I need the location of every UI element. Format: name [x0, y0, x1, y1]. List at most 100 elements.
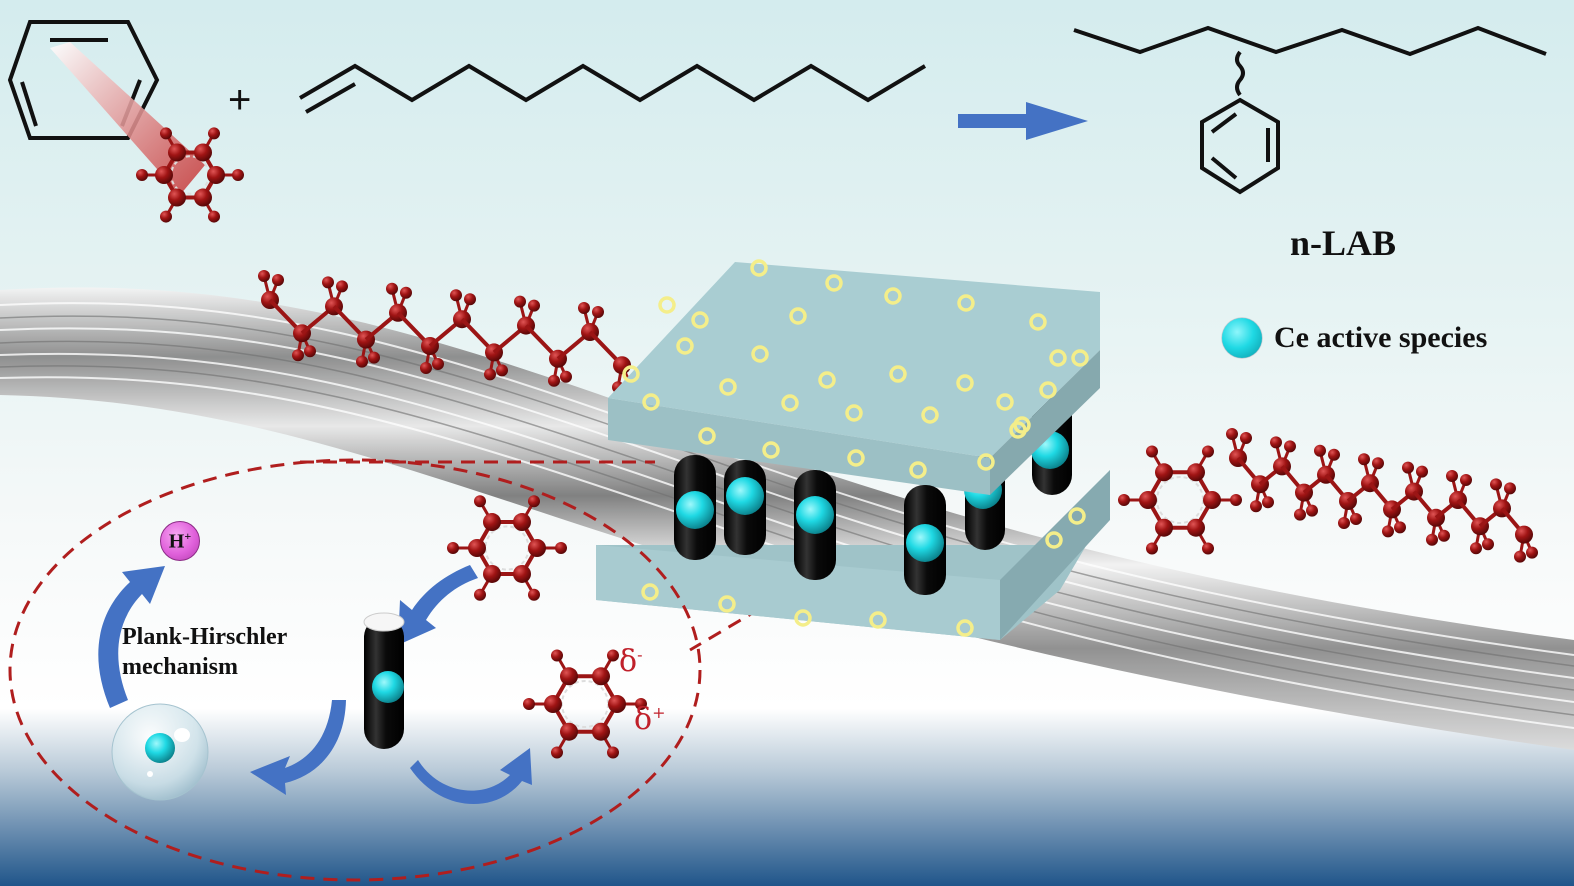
hydrogen-atom: [208, 127, 220, 140]
carbon-atom: [1155, 518, 1173, 537]
carbon-atom: [560, 667, 578, 686]
pore-ring: [691, 311, 709, 329]
hydrogen-atom: [560, 370, 572, 383]
pore-ring: [889, 365, 907, 383]
hydrogen-atom: [1426, 533, 1438, 546]
hydrogen-atom: [450, 289, 462, 302]
hydrogen-atom: [400, 286, 412, 299]
hydrogen-atom: [1372, 457, 1384, 470]
hydrogen-atom: [420, 362, 432, 374]
proton-symbol: H+: [168, 528, 192, 553]
pore-ring: [825, 274, 843, 292]
delta-minus-label: δ-: [619, 644, 643, 679]
hydrogen-atom: [1202, 445, 1214, 458]
cycle-arrow-up: [98, 566, 165, 708]
proton-badge: H+: [160, 521, 200, 561]
carbon-atom: [483, 513, 501, 532]
hydrogen-atom: [208, 210, 220, 223]
pore-ring: [762, 441, 780, 459]
carbon-atom: [155, 166, 173, 184]
pore-rings-lower: [641, 507, 1086, 637]
hydrogen-atom: [1358, 453, 1370, 466]
hydrogen-atom: [1490, 478, 1502, 491]
pore-ring: [751, 345, 769, 363]
carbon-atom: [513, 564, 531, 583]
hydrogen-atom: [548, 374, 560, 387]
carbon-atom: [194, 188, 212, 207]
mechanism-label-line2: mechanism: [122, 654, 238, 680]
pore-ring: [847, 449, 865, 467]
polarized-benzene-model: [523, 649, 647, 759]
hydrogen-atom: [304, 345, 316, 358]
pore-ring: [789, 307, 807, 325]
carbon-atom: [168, 188, 186, 207]
pore-ring: [750, 259, 768, 277]
pore-ring: [1013, 416, 1031, 434]
pore-ring: [781, 394, 799, 412]
pore-ring: [956, 619, 974, 637]
pore-ring: [869, 611, 887, 629]
carbon-atom: [168, 143, 186, 162]
hydrogen-atom: [1460, 474, 1472, 486]
cycle-arrow-activate: [410, 748, 532, 805]
hydrogen-atom: [1350, 513, 1362, 525]
carbon-atom: [592, 667, 610, 686]
plus-sign: +: [228, 78, 252, 122]
carbon-atom: [483, 564, 501, 583]
hydrogen-atom: [555, 542, 567, 554]
carbon-atom: [608, 695, 626, 713]
hydrogen-atom: [1146, 542, 1158, 555]
ce-sphere-icon: [1222, 318, 1262, 358]
hydrogen-atom: [1504, 482, 1516, 495]
pore-ring: [1068, 507, 1086, 525]
hydrogen-atom: [1294, 508, 1306, 521]
pore-rings-upper: [622, 259, 1089, 479]
hydrogen-atom: [1482, 538, 1494, 551]
carbon-atom: [1515, 525, 1533, 544]
carbon-atom: [1155, 463, 1173, 482]
ce-active-site: [796, 496, 834, 534]
catalyst-upper-layer: [608, 262, 1100, 495]
product-label: n-LAB: [1290, 223, 1397, 263]
arrow-right-icon: [958, 102, 1088, 140]
pore-ring: [921, 406, 939, 424]
mechanism-boundary: [8, 458, 702, 882]
pore-ring: [1029, 313, 1047, 331]
carbon-atom: [560, 722, 578, 741]
hydrogen-atom: [160, 127, 172, 140]
pore-ring: [818, 371, 836, 389]
hydrogen-atom: [1230, 494, 1242, 506]
ce-active-site: [906, 524, 944, 562]
pillars-front: [674, 455, 946, 595]
cycle-arrow-in: [398, 565, 478, 645]
pore-ring: [622, 365, 640, 383]
pore-ring: [642, 393, 660, 411]
mechanism-label: Plank-Hirschler mechanism: [122, 622, 287, 682]
delta-plus-label: δ+: [634, 702, 666, 737]
hydrogen-atom: [1514, 550, 1526, 563]
hydrogen-atom: [322, 276, 334, 289]
hydrogen-atom: [1314, 444, 1326, 457]
pore-ring: [909, 461, 927, 479]
carbon-atom: [1187, 518, 1205, 537]
hydrogen-atom: [1262, 496, 1274, 509]
hydrogen-atom: [1416, 465, 1428, 478]
hydrogen-atom: [1250, 500, 1262, 513]
hydrogen-atom: [272, 274, 284, 286]
legend-label: Ce active species: [1274, 321, 1488, 354]
hydrogen-atom: [1270, 436, 1282, 449]
hydrogen-atom: [386, 282, 398, 295]
hydrogen-atom: [528, 495, 540, 508]
carbon-atom: [194, 143, 212, 162]
carbon-atom: [1203, 491, 1221, 509]
hydrogen-atom: [1438, 529, 1450, 542]
ce-active-site: [676, 491, 714, 529]
ce-bubble: [111, 703, 209, 801]
hydrogen-atom: [1446, 470, 1458, 482]
benzene-ball-stick-model: [136, 127, 244, 223]
hydrogen-atom: [464, 293, 476, 306]
hydrogen-atom: [1338, 517, 1350, 529]
hydrogen-atom: [1146, 445, 1158, 458]
pore-ring: [845, 404, 863, 422]
hydrogen-atom: [484, 368, 496, 381]
